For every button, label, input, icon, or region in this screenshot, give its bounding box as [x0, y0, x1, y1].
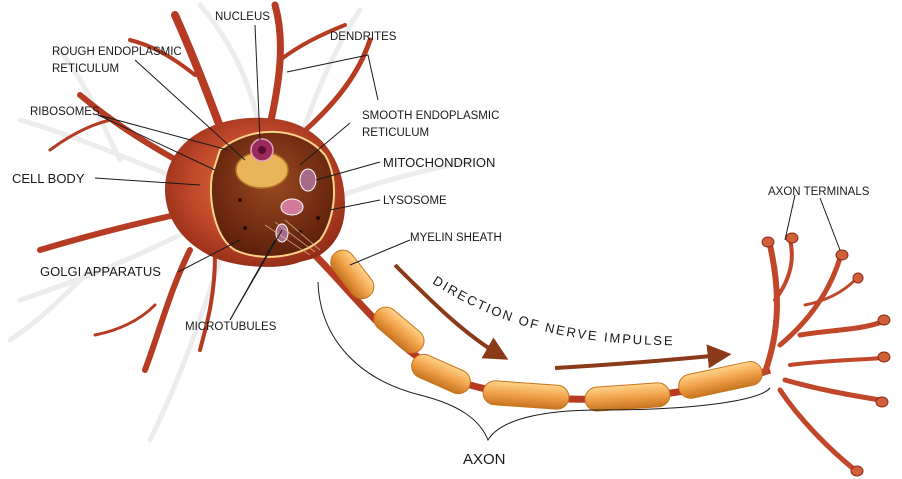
terminal-buttons: [762, 233, 890, 476]
lysosome-label: LYSOSOME: [383, 195, 447, 207]
golgi: [281, 199, 303, 215]
rough-er-label-line1: ROUGH ENDOPLASMIC: [52, 46, 182, 58]
cell-body-label: CELL BODY: [12, 171, 85, 186]
golgi-apparatus-label: GOLGI APPARATUS: [40, 264, 161, 279]
myelin-sheath-label: MYELIN SHEATH: [410, 232, 502, 244]
smooth-er-label-line1: SMOOTH ENDOPLASMIC: [362, 110, 499, 122]
dendrites-label: DENDRITES: [330, 31, 397, 43]
nucleus-label: NUCLEUS: [215, 11, 270, 23]
ribosomes-label: RIBOSOMES: [30, 106, 100, 118]
axon-terminals: [765, 240, 882, 470]
rough-er-label-line2: RETICULUM: [52, 63, 119, 75]
axon-label: AXON: [463, 451, 506, 468]
direction-arrow-2: [555, 355, 722, 368]
microtubules-label: MICROTUBULES: [185, 321, 277, 333]
mitochondrion-label: MITOCHONDRION: [383, 155, 495, 170]
direction-of-nerve-impulse-label: DIRECTION OF NERVE IMPULSE: [430, 273, 674, 348]
mitochondrion: [300, 169, 316, 191]
smooth-er-label-line2: RETICULUM: [362, 127, 429, 139]
axon-terminals-label: AXON TERMINALS: [768, 186, 870, 198]
